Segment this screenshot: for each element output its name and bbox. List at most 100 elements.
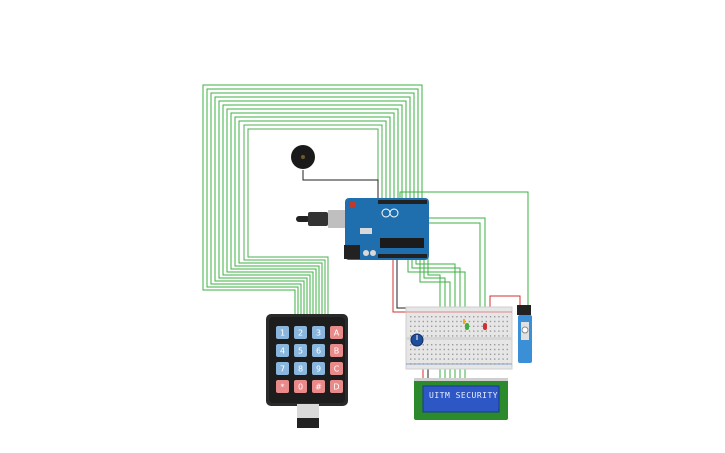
keypad-key[interactable]: [312, 362, 325, 375]
breadboard-hole: [502, 335, 504, 337]
breadboard-hole: [494, 348, 496, 351]
keypad-key[interactable]: [294, 362, 307, 375]
breadboard-hole: [489, 316, 492, 318]
breadboard-hole: [468, 325, 471, 327]
breadboard-hole: [460, 330, 462, 332]
breadboard-hole: [443, 363, 445, 365]
reset-button[interactable]: [350, 202, 356, 208]
breadboard-hole: [431, 348, 433, 351]
breadboard-hole: [443, 335, 445, 337]
breadboard-hole: [498, 353, 500, 355]
breadboard-hole: [473, 325, 475, 327]
breadboard-hole: [456, 325, 458, 327]
keypad-key-label: 5: [298, 347, 303, 356]
breadboard-hole: [410, 363, 412, 365]
keypad-key[interactable]: [294, 344, 307, 357]
breadboard-hole: [481, 358, 483, 360]
breadboard-hole: [485, 358, 487, 360]
keypad-key[interactable]: [294, 380, 307, 393]
breadboard-hole: [485, 348, 487, 351]
keypad-key-label: 3: [316, 329, 321, 338]
keypad-key[interactable]: [276, 344, 289, 357]
breadboard-hole: [431, 344, 433, 346]
breadboard-hole: [494, 325, 496, 327]
breadboard-hole: [489, 353, 492, 355]
breadboard-hole: [422, 320, 424, 323]
breadboard-hole: [431, 335, 433, 337]
breadboard-hole: [464, 320, 466, 323]
breadboard-hole: [489, 348, 492, 351]
breadboard-hole: [443, 325, 445, 327]
breadboard-hole: [464, 316, 466, 318]
breadboard-hole: [506, 335, 508, 337]
breadboard-hole: [439, 348, 441, 351]
breadboard-hole: [481, 344, 483, 346]
breadboard-hole: [435, 325, 437, 327]
breadboard-hole: [431, 363, 433, 365]
breadboard-hole: [426, 348, 429, 351]
breadboard-hole: [481, 335, 483, 337]
keypad-key[interactable]: [312, 344, 325, 357]
servo[interactable]: [517, 305, 532, 363]
breadboard-hole: [502, 320, 504, 323]
breadboard-hole: [460, 316, 462, 318]
keypad-key[interactable]: [294, 326, 307, 339]
arduino-uno[interactable]: [296, 198, 429, 260]
keypad-key-label: 2: [298, 329, 303, 338]
breadboard-hole: [422, 316, 424, 318]
breadboard-hole: [435, 358, 437, 360]
breadboard-hole: [452, 330, 454, 332]
breadboard-hole: [452, 320, 454, 323]
breadboard-hole: [502, 330, 504, 332]
breadboard-hole: [502, 348, 504, 351]
breadboard-hole: [473, 363, 475, 365]
breadboard-hole: [426, 325, 429, 327]
breadboard-hole: [506, 363, 508, 365]
breadboard-hole: [410, 330, 412, 332]
breadboard-hole: [464, 358, 466, 360]
breadboard-hole: [494, 320, 496, 323]
keypad-key[interactable]: [276, 362, 289, 375]
breadboard-hole: [452, 335, 454, 337]
keypad-key[interactable]: [330, 326, 343, 339]
breadboard-hole: [439, 344, 441, 346]
breadboard-hole: [422, 330, 424, 332]
led-green-icon: [463, 319, 469, 330]
breadboard-hole: [468, 335, 471, 337]
breadboard-hole: [460, 358, 462, 360]
potentiometer[interactable]: [410, 333, 424, 347]
breadboard-hole: [464, 344, 466, 346]
breadboard-hole: [447, 320, 450, 323]
keypad-key[interactable]: [330, 380, 343, 393]
breadboard-hole: [431, 316, 433, 318]
arduino-logo: [381, 208, 399, 218]
breadboard-hole: [435, 320, 437, 323]
keypad-key[interactable]: [312, 326, 325, 339]
lcd-display[interactable]: UITM SECURITY: [414, 378, 508, 420]
breadboard-hole: [435, 335, 437, 337]
breadboard-hole: [477, 320, 479, 323]
breadboard-hole: [452, 353, 454, 355]
buzzer[interactable]: [291, 145, 315, 169]
keypad-key-label: *: [281, 383, 285, 392]
keypad-key-label: 0: [298, 383, 303, 392]
breadboard-hole: [422, 363, 424, 365]
keypad-key-label: D: [333, 383, 339, 392]
breadboard-hole: [494, 316, 496, 318]
breadboard-hole: [485, 363, 487, 365]
keypad-key[interactable]: [276, 326, 289, 339]
breadboard-hole: [431, 325, 433, 327]
breadboard-hole: [431, 320, 433, 323]
keypad-key[interactable]: [276, 380, 289, 393]
keypad-key[interactable]: [312, 380, 325, 393]
keypad-key[interactable]: [330, 362, 343, 375]
breadboard-hole: [489, 363, 492, 365]
breadboard-hole: [489, 320, 492, 323]
breadboard-hole: [410, 316, 412, 318]
breadboard-hole: [473, 358, 475, 360]
servo-wires: [399, 191, 529, 310]
keypad-key[interactable]: [330, 344, 343, 357]
breadboard-hole: [464, 363, 466, 365]
